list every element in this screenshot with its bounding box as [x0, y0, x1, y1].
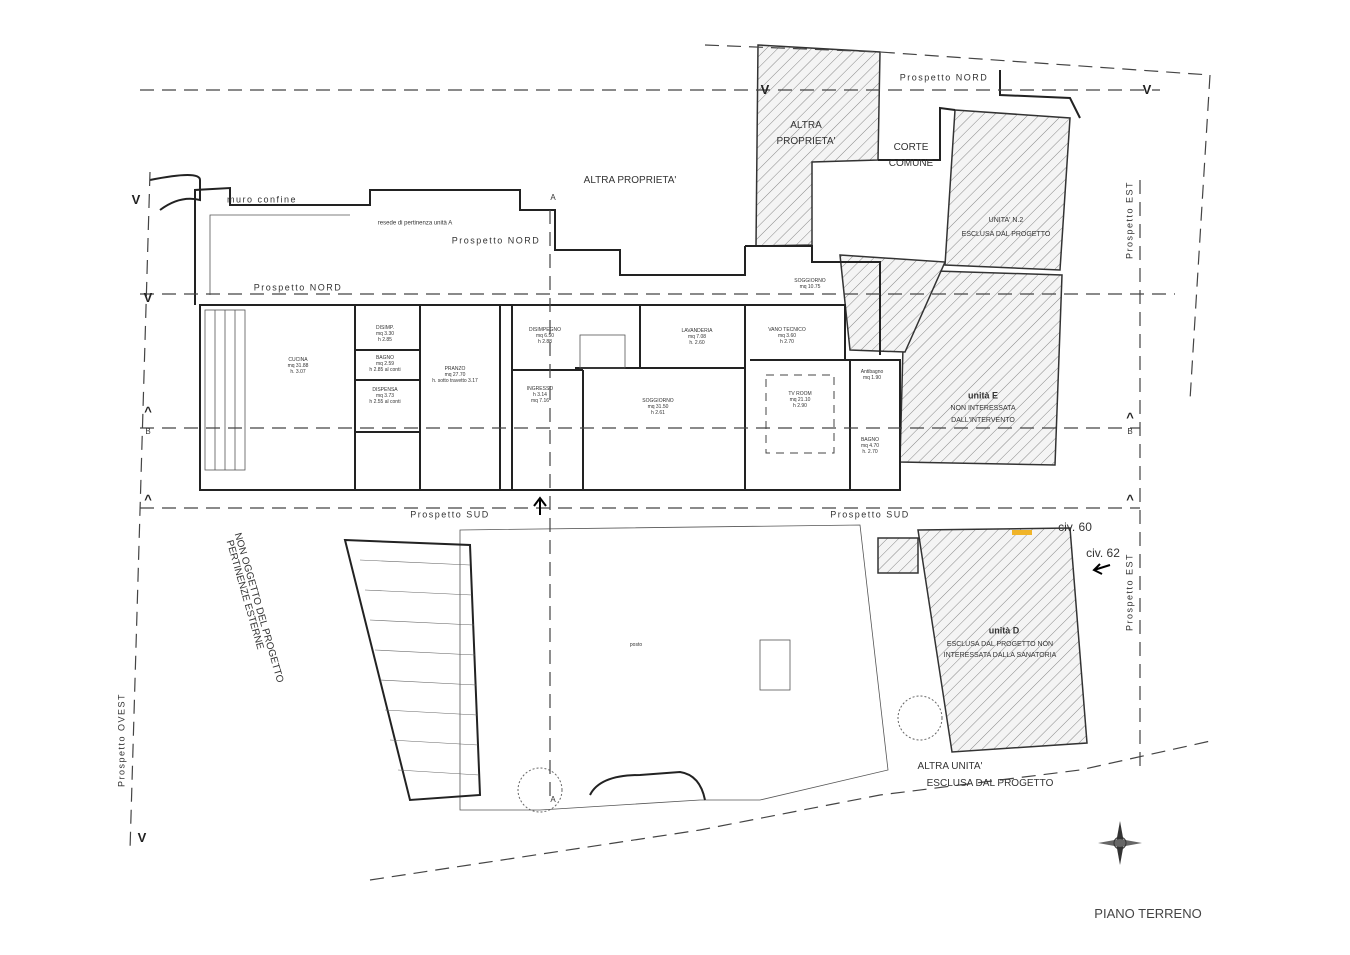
highlight-mark	[1012, 530, 1032, 535]
corte-comune-label: COMUNE	[888, 158, 934, 169]
entrance-arrow-icon	[533, 496, 547, 515]
unita-n2-label: ESCLUSA DAL PROGETTO	[961, 230, 1051, 238]
altra-unita-label: ALTRA UNITA'	[917, 761, 983, 772]
unita-d-porch	[877, 537, 919, 574]
civ-62-label: civ. 62	[1086, 545, 1120, 560]
north-compass-icon	[1098, 821, 1142, 865]
unita-e-label: unità E	[967, 390, 999, 401]
unita-e-area	[899, 269, 1063, 466]
unita-n2-area	[944, 109, 1071, 271]
prospetto-ovest-label: Prospetto OVEST	[116, 692, 127, 788]
section-marker: V	[1142, 82, 1152, 98]
prospetto-nord-label: Prospetto NORD	[899, 72, 989, 83]
section-marker: V	[137, 830, 147, 846]
unita-e-label: DALL'INTERVENTO	[951, 416, 1015, 424]
unita-d-area	[917, 527, 1088, 753]
altra-proprieta-label: ALTRA	[790, 120, 822, 131]
section-marker: ^	[1126, 410, 1134, 426]
unita-d-label: INTERESSATA DALLA SANATORIA	[943, 651, 1057, 659]
prospetto-sud-label: Prospetto SUD	[830, 509, 910, 520]
section-marker: ^	[144, 492, 152, 508]
civ62-arrow-icon	[1092, 563, 1111, 575]
unita-e-annex	[839, 254, 947, 353]
resede-label: resede di pertinenza unità A	[377, 220, 453, 227]
section-b-label: B	[145, 427, 151, 437]
prospetto-sud-label: Prospetto SUD	[410, 509, 490, 520]
corte-comune-label: CORTE	[893, 142, 929, 153]
drawing-title: PIANO TERRENO	[1094, 906, 1202, 922]
section-marker: ^	[144, 404, 152, 420]
pergola	[343, 538, 482, 802]
prospetto-est-label: Prospetto EST	[1124, 552, 1135, 632]
section-marker: ^	[1126, 492, 1134, 508]
section-marker: V	[760, 82, 770, 98]
altra-proprieta-label: PROPRIETA'	[776, 136, 836, 147]
muro-confine-label: muro confine	[226, 194, 298, 205]
section-marker: V	[143, 290, 153, 306]
altra-unita-label: ESCLUSA DAL PROGETTO	[926, 778, 1054, 789]
section-a-label: A	[550, 795, 556, 805]
unita-n2-label: UNITA' N.2	[988, 216, 1024, 224]
section-marker: V	[131, 192, 141, 208]
prospetto-est-label: Prospetto EST	[1124, 180, 1135, 260]
unita-d-label: unità D	[988, 625, 1020, 636]
courtyard	[459, 524, 889, 811]
posto-label: posto	[629, 642, 643, 648]
prospetto-nord-label: Prospetto NORD	[253, 282, 343, 293]
section-a-label: A	[550, 193, 556, 203]
altra-proprieta-label: ALTRA PROPRIETA'	[583, 175, 677, 186]
civ-60-label: civ. 60	[1058, 519, 1092, 534]
section-b-label: B	[1127, 427, 1133, 437]
unita-d-label: ESCLUSA DAL PROGETTO NON	[946, 640, 1054, 648]
unita-e-label: NON INTERESSATA	[950, 404, 1016, 412]
prospetto-nord-label: Prospetto NORD	[451, 235, 541, 246]
